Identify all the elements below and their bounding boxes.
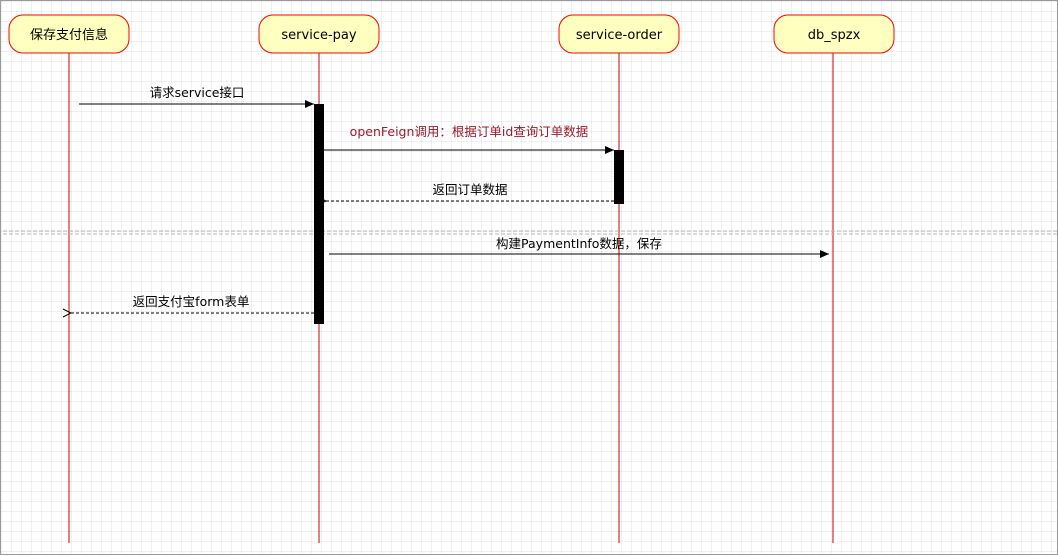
participant-label: service-pay (281, 28, 356, 43)
message-openfeign-call[interactable]: openFeign调用：根据订单id查询订单数据 (324, 124, 614, 154)
message-label: 返回支付宝form表单 (133, 294, 250, 309)
participant-label: db_spzx (808, 28, 861, 43)
participant-label: 保存支付信息 (30, 27, 108, 43)
message-label: 返回订单数据 (432, 182, 507, 197)
message-request-service[interactable]: 请求service接口 (79, 85, 314, 108)
message-return-order-data[interactable]: 返回订单数据 (326, 182, 614, 201)
message-return-alipay-form[interactable]: 返回支付宝form表单 (71, 294, 314, 313)
message-label: 请求service接口 (150, 85, 245, 100)
message-label: 构建PaymentInfo数据，保存 (496, 236, 662, 251)
participant-label: service-order (576, 28, 663, 43)
activation-bar-service-pay (314, 104, 324, 324)
participant-save-payment-info[interactable]: 保存支付信息 (8, 14, 130, 54)
participant-service-pay[interactable]: service-pay (258, 14, 380, 54)
participant-service-order[interactable]: service-order (558, 14, 680, 54)
participant-db-spzx[interactable]: db_spzx (773, 14, 895, 54)
activation-bar-service-order (614, 150, 624, 204)
message-build-payment-info[interactable]: 构建PaymentInfo数据，保存 (329, 236, 829, 258)
message-label: openFeign调用：根据订单id查询订单数据 (350, 124, 589, 139)
